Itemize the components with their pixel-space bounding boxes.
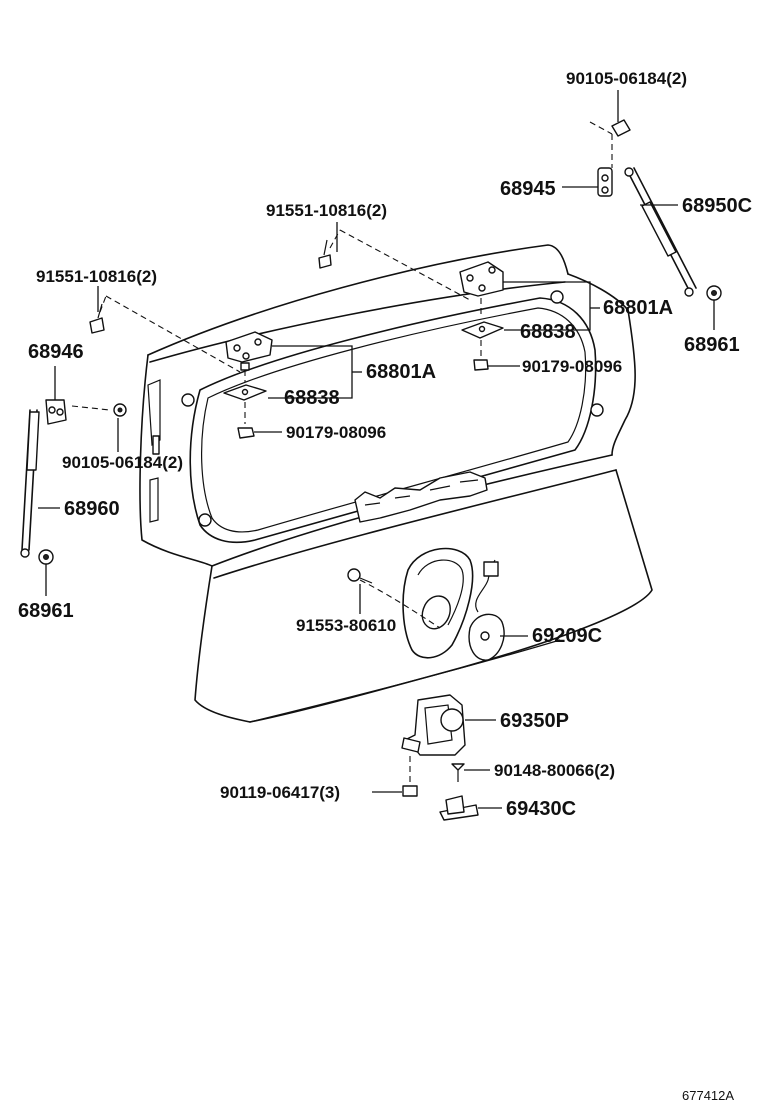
strut-left-68960 bbox=[20, 399, 111, 558]
nut-left-90179 bbox=[237, 427, 255, 439]
label-69350P: 69350P bbox=[500, 710, 569, 732]
label-90105-left: 90105-06184(2) bbox=[62, 453, 183, 472]
label-68838-right: 68838 bbox=[520, 321, 576, 343]
part-labels: 90105-06184(2) 68945 68950C 91551-10816(… bbox=[18, 69, 752, 1103]
label-91551-left: 91551-10816(2) bbox=[36, 267, 157, 286]
label-68961-right: 68961 bbox=[684, 334, 740, 356]
label-91553: 91553-80610 bbox=[296, 616, 396, 635]
striker-69430C bbox=[439, 795, 479, 821]
handle-switch-69209C bbox=[468, 559, 505, 661]
label-90119: 90119-06417(3) bbox=[220, 783, 340, 802]
bolt-left-90105 bbox=[113, 403, 127, 417]
plate-left-68838 bbox=[223, 384, 267, 401]
plate-right-68838 bbox=[461, 321, 504, 339]
hinge-right-68801A bbox=[459, 261, 504, 297]
label-90179-right: 90179-08096 bbox=[522, 357, 622, 376]
label-69209C: 69209C bbox=[532, 625, 602, 647]
label-68801A-left: 68801A bbox=[366, 361, 436, 383]
label-68945: 68945 bbox=[500, 178, 556, 200]
label-68960: 68960 bbox=[64, 498, 120, 520]
strut-right-68950C bbox=[589, 119, 697, 297]
back-door-panel bbox=[139, 244, 653, 723]
diagram-reference-number: 677412A bbox=[682, 1088, 734, 1103]
label-68801A-right: 68801A bbox=[603, 297, 673, 319]
bolt-91553 bbox=[347, 568, 441, 629]
label-90148: 90148-80066(2) bbox=[494, 761, 615, 780]
label-68838-left: 68838 bbox=[284, 387, 340, 409]
emblem-housing bbox=[402, 547, 474, 659]
bolt-91551-mid bbox=[318, 229, 471, 301]
label-90179-left: 90179-08096 bbox=[286, 423, 386, 442]
bolt-90119 bbox=[402, 756, 418, 797]
leader-lines bbox=[38, 90, 715, 809]
nut-right-90179 bbox=[473, 359, 489, 371]
ball-stud-right-68961 bbox=[706, 285, 722, 301]
label-91551-mid: 91551-10816(2) bbox=[266, 201, 387, 220]
label-90105-top: 90105-06184(2) bbox=[566, 69, 687, 88]
bolt-91551-left bbox=[89, 295, 241, 373]
lock-assembly-69350P bbox=[401, 694, 466, 756]
label-68950C: 68950C bbox=[682, 195, 752, 217]
label-68946: 68946 bbox=[28, 341, 84, 363]
hinge-left-68801A bbox=[225, 331, 273, 371]
ball-stud-left-68961 bbox=[38, 549, 54, 565]
label-69430C: 69430C bbox=[506, 798, 576, 820]
label-68961-left: 68961 bbox=[18, 600, 74, 622]
screw-90148 bbox=[451, 763, 465, 782]
